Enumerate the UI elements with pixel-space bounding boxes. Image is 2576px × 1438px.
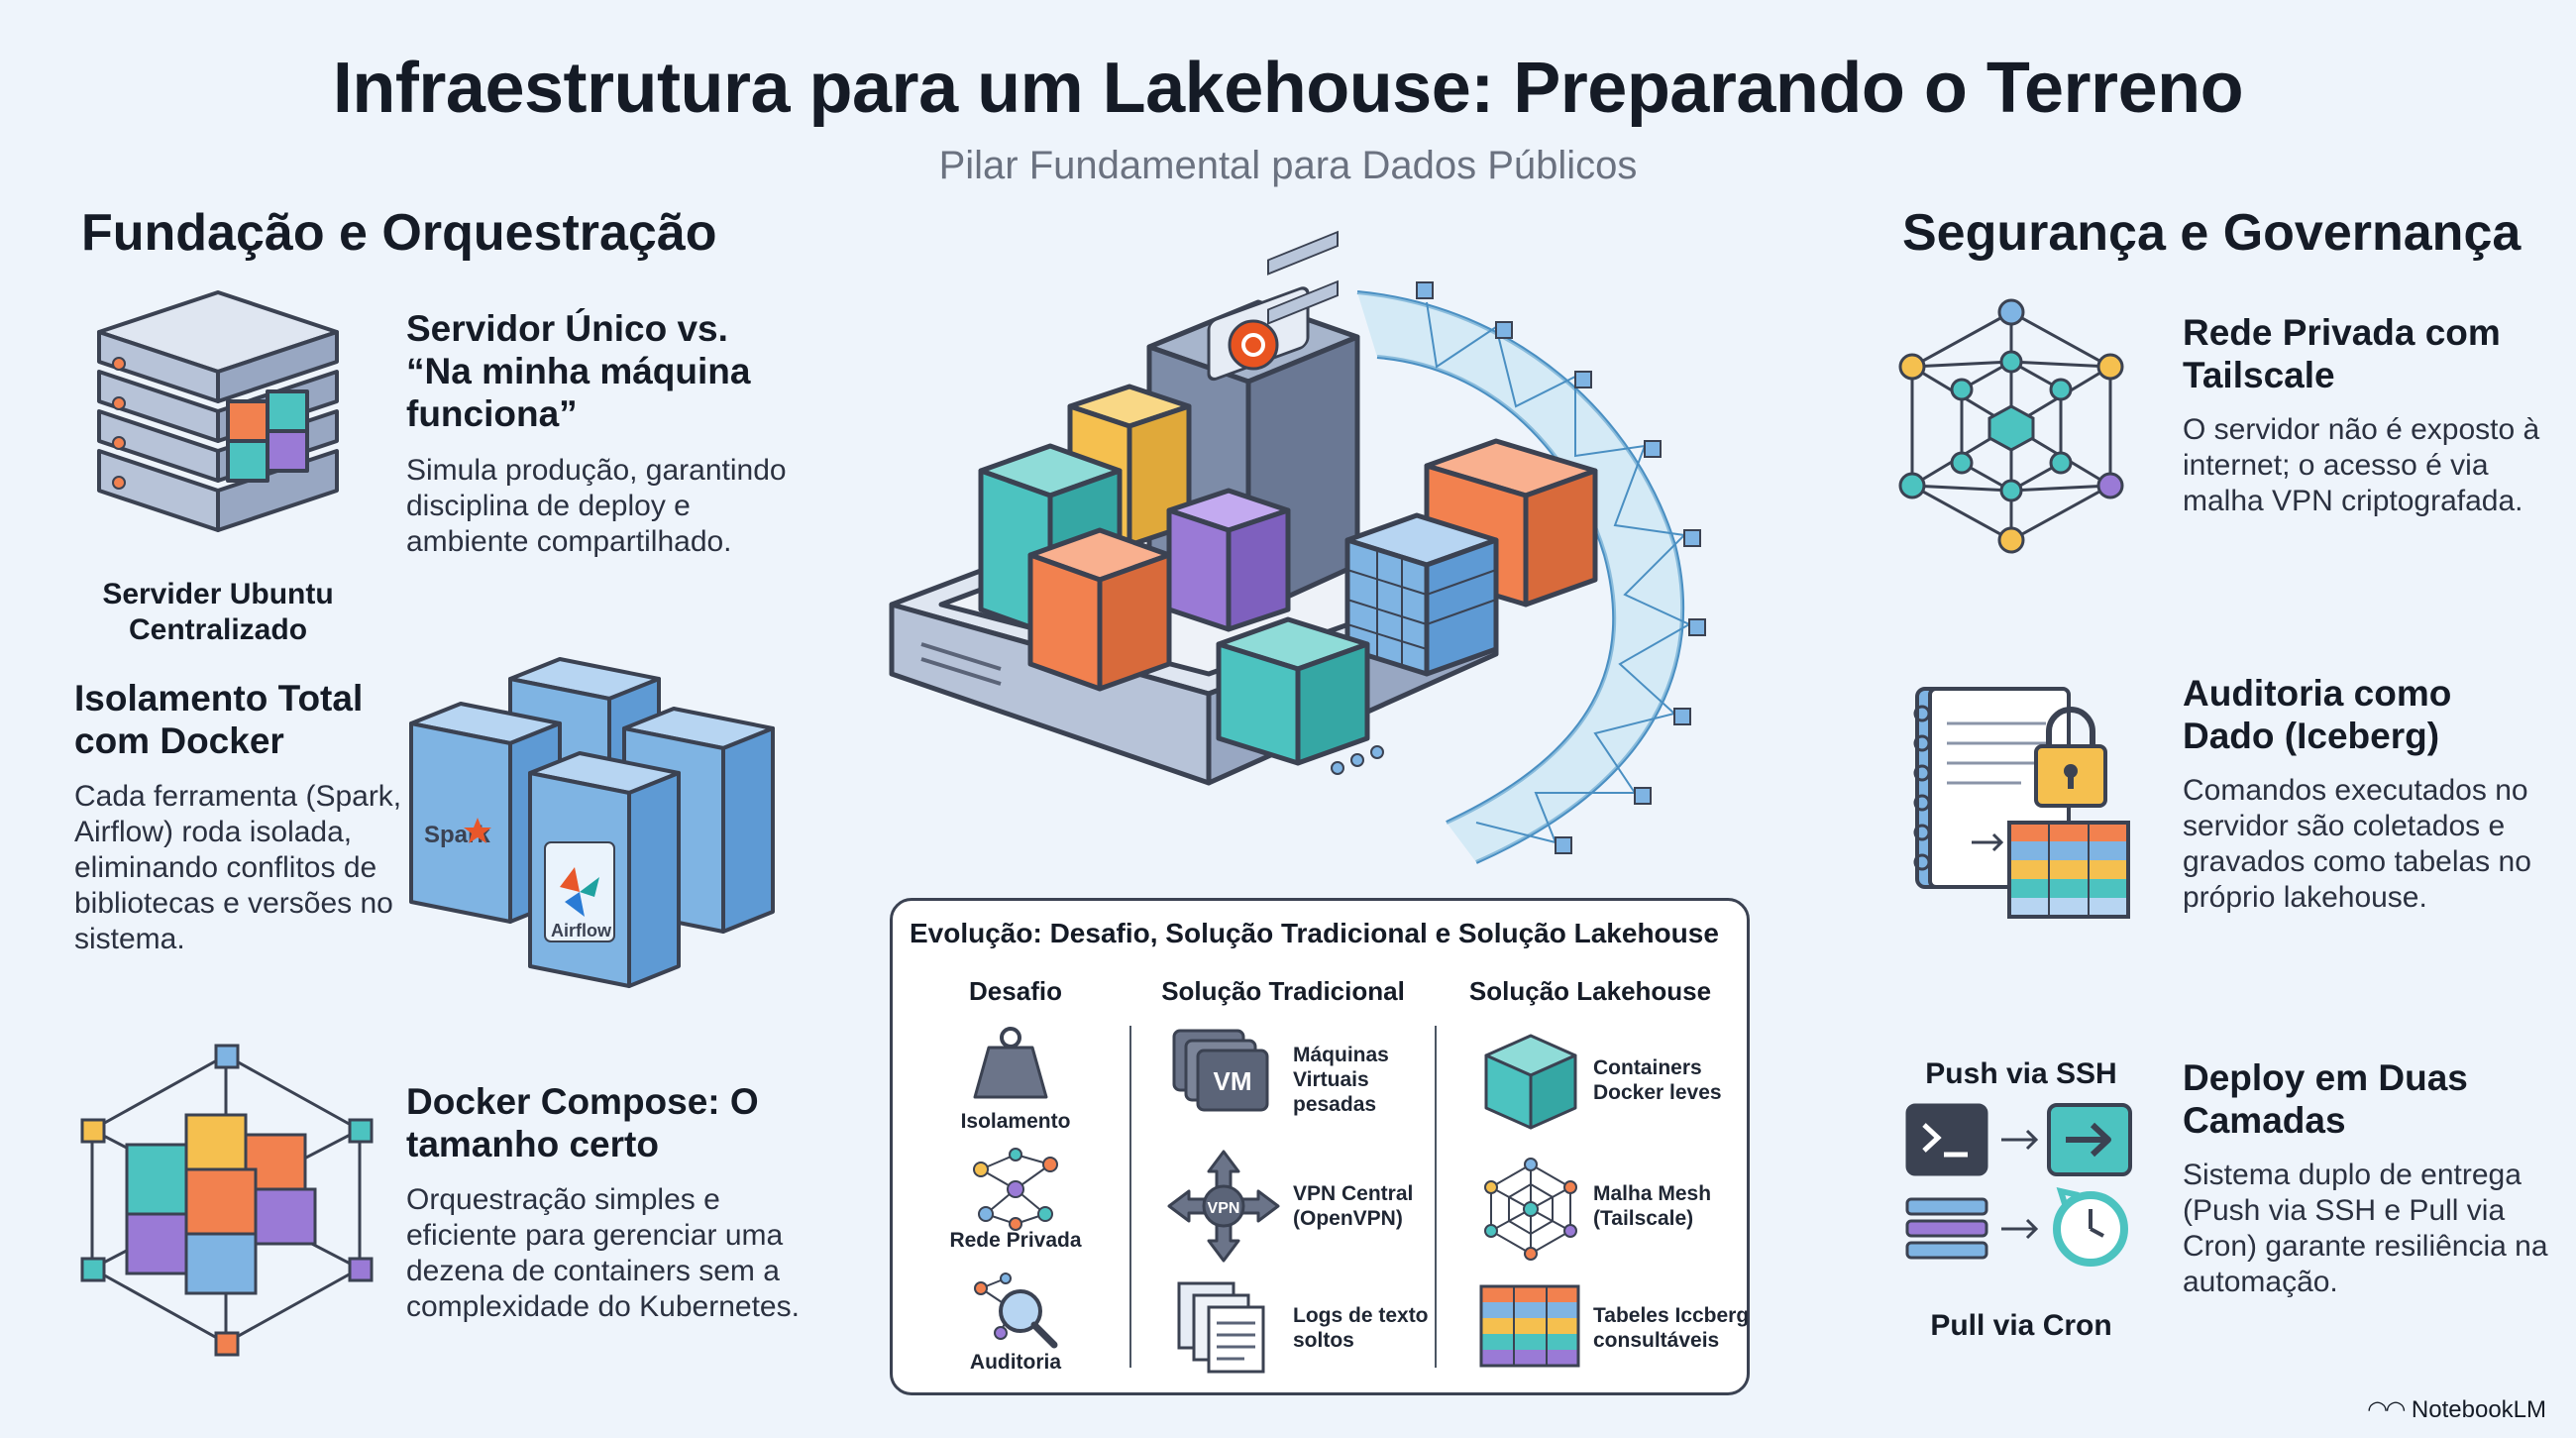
server-caption: Servider Ubuntu Centralizado — [102, 578, 334, 646]
credit-label: NotebookLM — [2411, 1396, 2546, 1423]
server-title: Servidor Único vs. “Na minha máquina fun… — [406, 308, 751, 434]
header-challenge: Desafio — [969, 976, 1062, 1006]
mesh-network-icon — [1484, 1158, 1577, 1261]
row-isolation-lakehouse: Containers Docker leves — [1593, 1056, 1722, 1104]
audit-magnifier-icon — [974, 1272, 1058, 1349]
docker-text: Cada ferramenta (Spark, Airflow) roda is… — [74, 780, 402, 955]
weight-icon — [973, 1027, 1048, 1099]
row-network-traditional: VPN Central (OpenVPN) — [1293, 1182, 1414, 1230]
tailscale-mesh-icon — [1898, 298, 2124, 554]
server-icon — [97, 290, 339, 532]
row-audit-label: Auditoria — [969, 1351, 1062, 1374]
vpn-label: VPN — [1208, 1200, 1240, 1217]
text-logs-icon — [1177, 1281, 1265, 1374]
compose-text: Orquestração simples e eficiente para ge… — [406, 1183, 800, 1323]
network-icon — [973, 1148, 1058, 1231]
column-divider — [1435, 1026, 1437, 1368]
right-heading: Segurança e Governança — [1902, 204, 2522, 262]
pull-label: Pull via Cron — [1930, 1309, 2112, 1342]
column-divider — [1129, 1026, 1131, 1368]
page-subtitle: Pilar Fundamental para Dados Públicos — [938, 144, 1638, 187]
notebooklm-logo-icon: ◠◠ — [2368, 1396, 2412, 1423]
deploy-title: Deploy em Duas Camadas — [2183, 1057, 2468, 1141]
audit-text: Comandos executados no servidor são cole… — [2183, 774, 2531, 914]
virtual-machine-icon: VM — [1172, 1029, 1269, 1112]
server-text: Simula produção, garantindo disciplina d… — [406, 454, 787, 558]
audit-notebook-lock-icon — [1913, 687, 2130, 919]
iceberg-table-icon — [1479, 1284, 1580, 1368]
evolution-title: Evolução: Desafio, Solução Tradicional e… — [910, 918, 1719, 948]
container-cube-icon — [1484, 1034, 1577, 1130]
row-audit-traditional: Logs de texto soltos — [1293, 1304, 1429, 1352]
vpn-central-icon: VPN — [1167, 1150, 1280, 1263]
docker-containers-icon: Spark Airflow — [409, 657, 775, 988]
docker-title: Isolamento Total com Docker — [74, 678, 364, 761]
deploy-push-pull-icon — [1905, 1103, 2132, 1267]
left-heading: Fundação e Orquestração — [81, 204, 717, 262]
page-title: Infraestrutura para um Lakehouse: Prepar… — [332, 49, 2244, 128]
lakehouse-platform-illustration — [889, 230, 1706, 864]
compose-title: Docker Compose: O tamanho certo — [406, 1081, 759, 1164]
header-traditional: Solução Tradicional — [1161, 976, 1405, 1006]
audit-title: Auditoria como Dado (Iceberg) — [2183, 673, 2452, 756]
tailscale-text: O servidor não é exposto à internet; o a… — [2183, 413, 2540, 517]
compose-icon — [80, 1044, 374, 1357]
row-network-lakehouse: Malha Mesh (Tailscale) — [1593, 1182, 1712, 1230]
deploy-text: Sistema duplo de entrega (Push via SSH e… — [2183, 1159, 2548, 1298]
notebooklm-credit: ◠◠ NotebookLM — [2368, 1395, 2546, 1424]
row-network-label: Rede Privada — [949, 1229, 1082, 1252]
header-lakehouse: Solução Lakehouse — [1468, 976, 1712, 1006]
push-label: Push via SSH — [1925, 1057, 2117, 1090]
row-isolation-traditional: Máquinas Virtuais pesadas — [1293, 1044, 1389, 1116]
row-isolation-label: Isolamento — [960, 1110, 1071, 1133]
row-audit-lakehouse: Tabeles Iccberg consultáveis — [1593, 1304, 1750, 1352]
vm-label: VM — [1214, 1066, 1252, 1096]
tailscale-title: Rede Privada com Tailscale — [2183, 312, 2501, 395]
airflow-label: Airflow — [551, 921, 612, 940]
